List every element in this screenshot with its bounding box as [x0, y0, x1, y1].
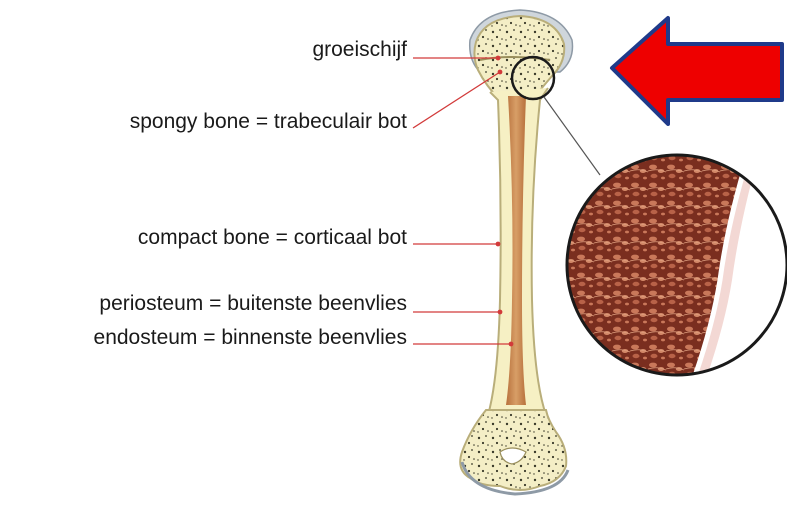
- left-arrow-icon: [612, 18, 782, 124]
- label-growth-plate: groeischijf: [312, 38, 407, 62]
- label-compact-bone: compact bone = corticaal bot: [138, 226, 407, 250]
- label-endosteum: endosteum = binnenste beenvlies: [94, 326, 407, 350]
- zoom-connector-line: [544, 97, 600, 175]
- leader-spongy-bone: [413, 72, 500, 128]
- humerus-bone: [460, 10, 572, 494]
- leader-lines: [413, 58, 511, 344]
- label-spongy-bone: spongy bone = trabeculair bot: [130, 110, 407, 134]
- label-periosteum: periosteum = buitenste beenvlies: [99, 292, 407, 316]
- zoomed-trabecular-view: [560, 150, 787, 390]
